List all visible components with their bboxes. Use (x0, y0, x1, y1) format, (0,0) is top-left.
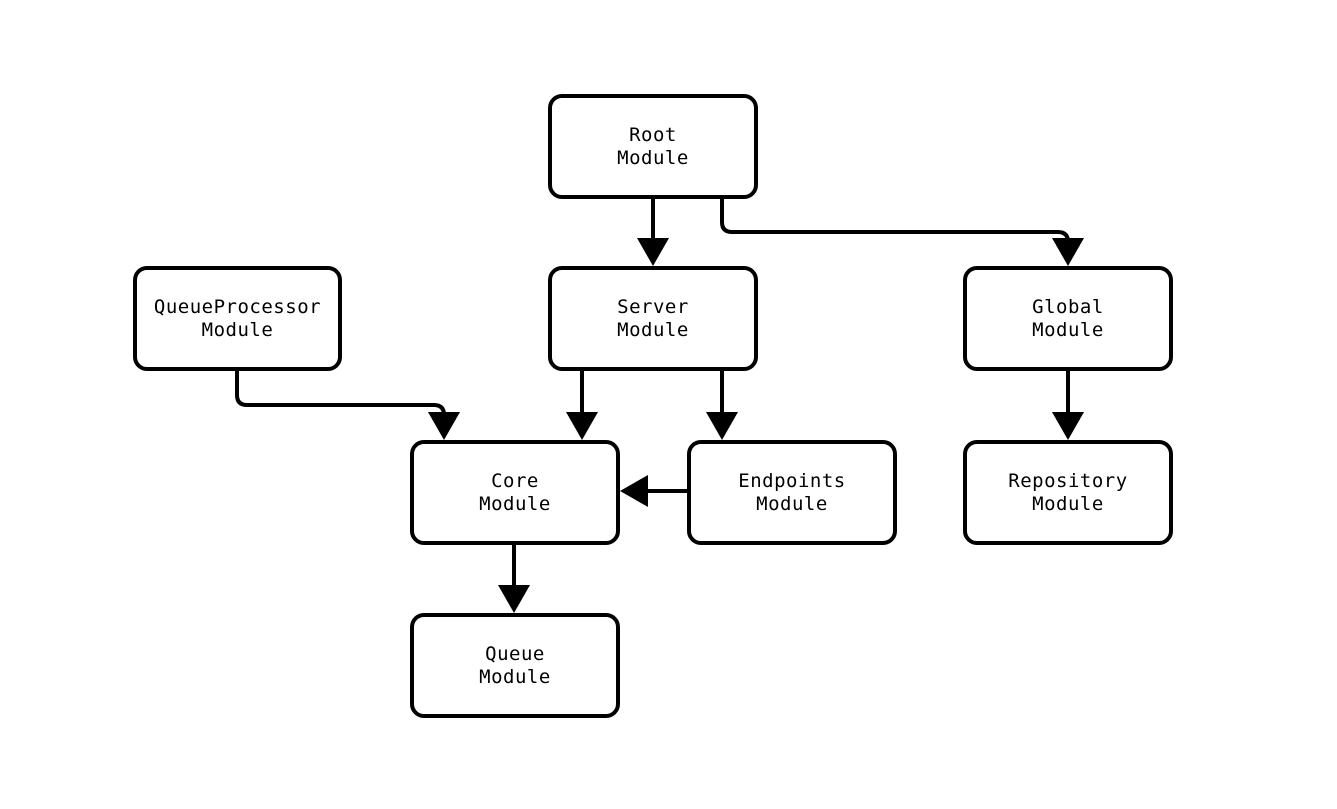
edge-server-to-core (566, 371, 598, 440)
node-server-name: Server (617, 295, 689, 318)
node-server-suffix: Module (617, 318, 689, 341)
node-endpoints-suffix: Module (756, 492, 828, 515)
node-repository-name: Repository (1008, 469, 1128, 492)
node-global-suffix: Module (1032, 318, 1104, 341)
edge-server-to-endpoints (706, 371, 738, 440)
node-queue-suffix: Module (479, 665, 551, 688)
node-core-name: Core (491, 469, 539, 492)
edge-queueprocessor-to-core (235, 371, 460, 440)
node-queue[interactable]: Queue Module (410, 613, 620, 718)
edge-root-to-global (720, 199, 1084, 266)
node-queueprocessor[interactable]: QueueProcessor Module (133, 266, 342, 371)
node-server[interactable]: Server Module (548, 266, 758, 371)
edge-core-to-queue (498, 545, 530, 613)
node-repository[interactable]: Repository Module (963, 440, 1173, 545)
node-repository-suffix: Module (1032, 492, 1104, 515)
node-root-suffix: Module (617, 146, 689, 169)
node-core[interactable]: Core Module (410, 440, 620, 545)
edge-global-to-repository (1052, 371, 1084, 440)
node-global-name: Global (1032, 295, 1104, 318)
edge-root-to-server (637, 199, 669, 266)
node-queueprocessor-name: QueueProcessor (153, 295, 322, 318)
node-root-name: Root (629, 123, 677, 146)
node-endpoints[interactable]: Endpoints Module (687, 440, 897, 545)
node-root[interactable]: Root Module (548, 94, 758, 199)
node-endpoints-name: Endpoints (738, 469, 846, 492)
node-queue-name: Queue (485, 642, 545, 665)
node-queueprocessor-suffix: Module (201, 318, 274, 341)
node-core-suffix: Module (479, 492, 551, 515)
node-global[interactable]: Global Module (963, 266, 1173, 371)
edge-endpoints-to-core (620, 475, 687, 507)
